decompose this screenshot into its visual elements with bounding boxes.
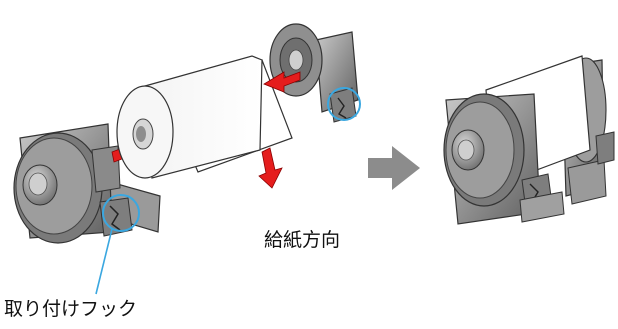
right-hook-callout <box>327 87 361 121</box>
red-arrow-icon <box>258 147 283 189</box>
red-arrow-icon <box>263 71 301 93</box>
left-hook-callout <box>95 194 140 295</box>
left-roll-adapter <box>13 123 161 244</box>
gray-arrow-right-icon <box>368 146 420 190</box>
paper-roll <box>116 55 293 179</box>
assembled-roll <box>443 55 615 225</box>
feed-direction-label: 給紙方向 <box>264 229 341 251</box>
mounting-hook-label: 取り付けフック <box>4 298 138 320</box>
